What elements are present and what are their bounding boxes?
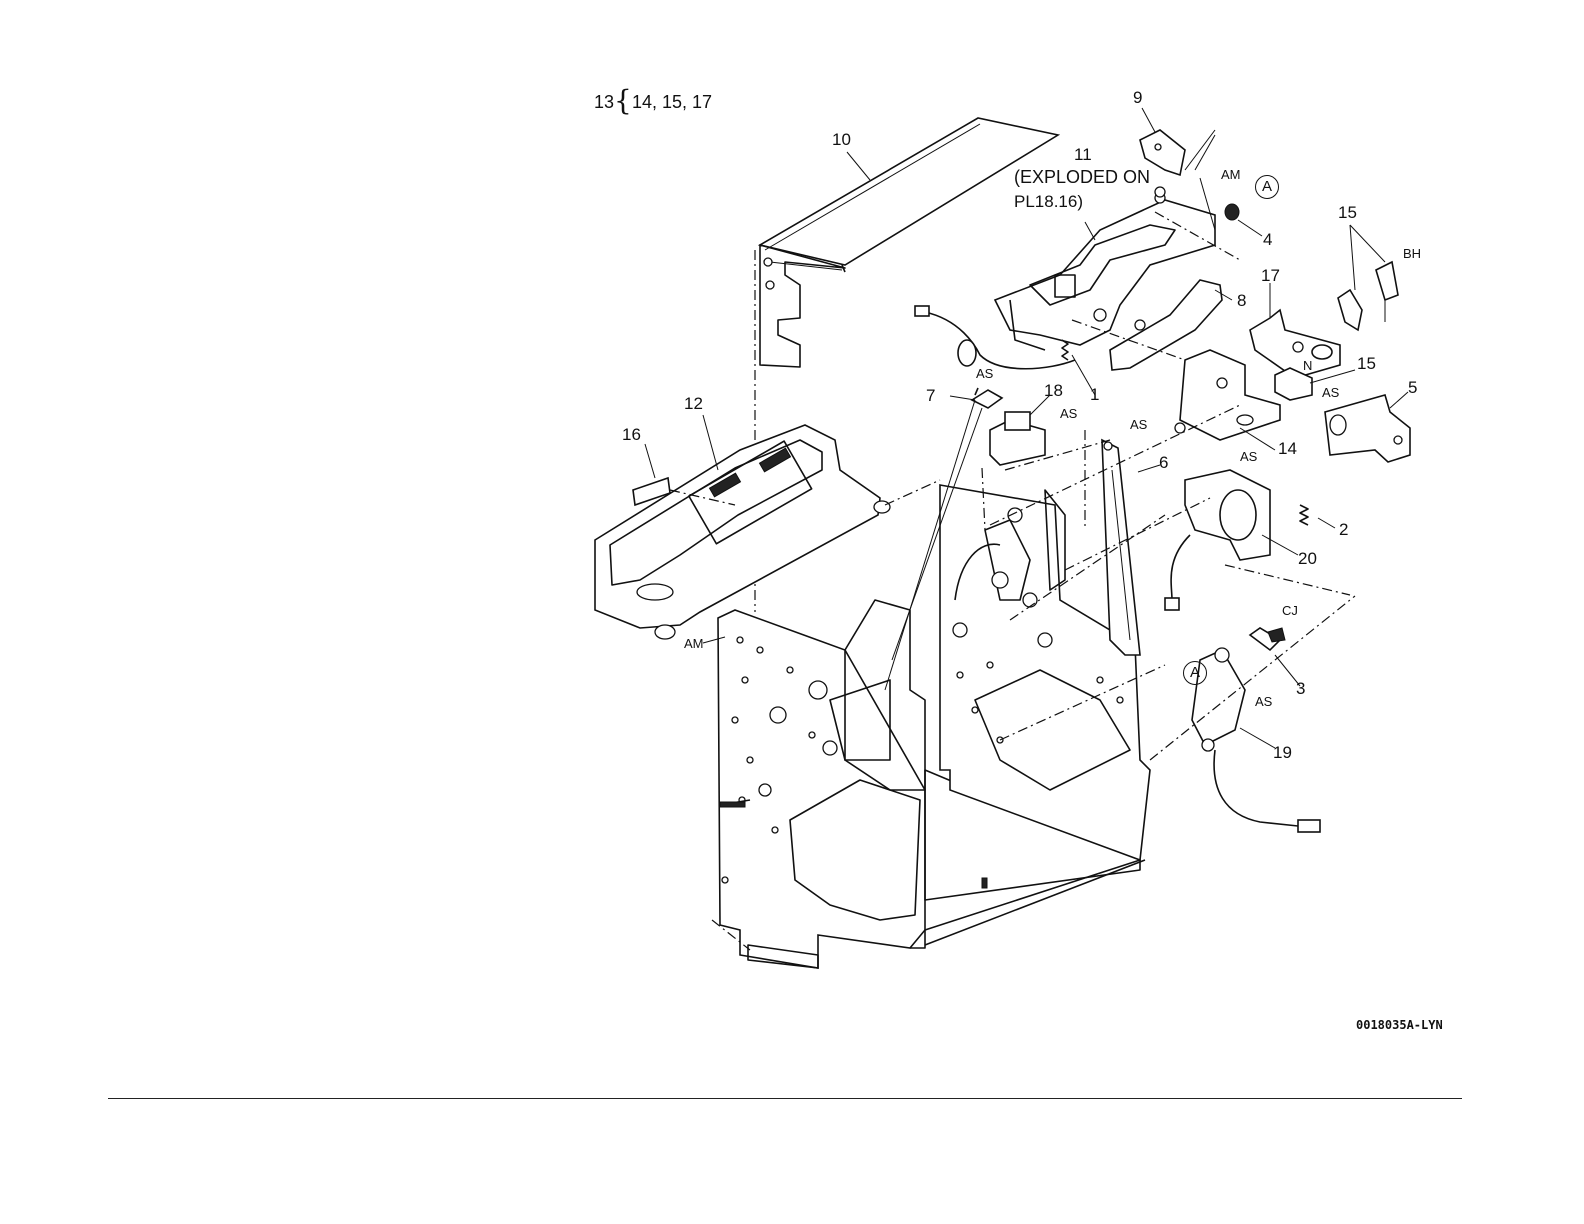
part-15-switch-top	[1338, 262, 1398, 330]
figure-code: 0018035A-LYN	[1356, 1018, 1443, 1032]
code-as-18: AS	[1060, 407, 1077, 420]
connector-a-top-label: A	[1262, 178, 1272, 195]
code-n: N	[1303, 359, 1312, 372]
callout-15-top: 15	[1338, 204, 1357, 221]
callout-12: 12	[684, 395, 703, 412]
callout-5: 5	[1408, 379, 1417, 396]
left-side-frame	[712, 600, 925, 968]
part-5-plate	[1325, 395, 1410, 462]
part-14-switch-bracket	[1175, 350, 1280, 440]
callout-7: 7	[926, 387, 935, 404]
part-3-pin	[1250, 628, 1285, 650]
title-brace: {	[614, 87, 632, 115]
title-number: 13	[594, 93, 614, 111]
code-as-20: AS	[1240, 450, 1257, 463]
callout-17: 17	[1261, 267, 1280, 284]
part-19-bracket	[1150, 596, 1355, 832]
connector-a-top: A	[1255, 175, 1279, 199]
callout-4: 4	[1263, 231, 1272, 248]
callout-10: 10	[832, 131, 851, 148]
part-17-bracket	[1250, 310, 1340, 378]
title-items: 14, 15, 17	[632, 93, 712, 111]
callout-11-note-1: (EXPLODED ON	[1014, 168, 1150, 186]
callout-20: 20	[1298, 550, 1317, 567]
callout-16: 16	[622, 426, 641, 443]
code-as-19: AS	[1255, 695, 1272, 708]
callout-2: 2	[1339, 521, 1348, 538]
code-as-15: AS	[1322, 386, 1339, 399]
callout-8: 8	[1237, 292, 1246, 309]
callout-18: 18	[1044, 382, 1063, 399]
part-6-bracket	[1102, 440, 1140, 655]
part-20-actuator	[1165, 470, 1350, 610]
code-am-top: AM	[1221, 168, 1241, 181]
footer-rule	[108, 1098, 1462, 1099]
connector-a-bottom-label: A	[1190, 664, 1200, 681]
code-as-7: AS	[976, 367, 993, 380]
callout-11-note-2: PL18.16)	[1014, 193, 1083, 210]
part-7-bracket	[972, 388, 1002, 408]
callout-15-mid: 15	[1357, 355, 1376, 372]
callout-1: 1	[1090, 386, 1099, 403]
code-am-left: AM	[684, 637, 704, 650]
callout-14: 14	[1278, 440, 1297, 457]
part-12-housing	[595, 425, 940, 639]
part-11-upper-assembly	[995, 193, 1240, 350]
callout-9: 9	[1133, 89, 1142, 106]
callout-3: 3	[1296, 680, 1305, 697]
callout-19: 19	[1273, 744, 1292, 761]
callout-11: 11	[1074, 146, 1092, 163]
callout-6: 6	[1159, 454, 1168, 471]
code-bh: BH	[1403, 247, 1421, 260]
connector-a-bottom: A	[1183, 661, 1207, 685]
code-as-6: AS	[1130, 418, 1147, 431]
code-cj: CJ	[1282, 604, 1298, 617]
